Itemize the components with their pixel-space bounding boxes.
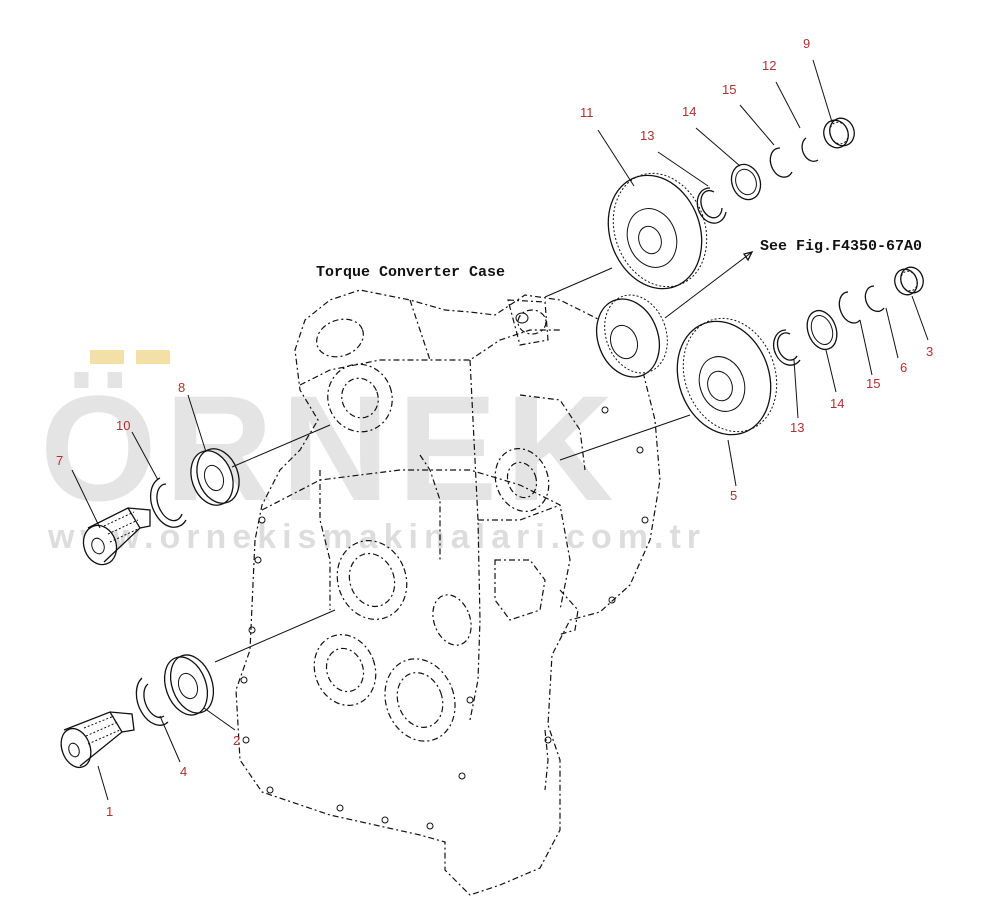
part-4-snap-ring — [135, 677, 169, 726]
axis-line-lower-left — [214, 609, 336, 663]
part-2-bearing — [163, 654, 215, 716]
part-12-snap-ring — [801, 137, 819, 162]
callout-7: 7 — [56, 453, 63, 468]
part-3-needle-bearing — [894, 266, 924, 296]
callout-14-upper: 14 — [682, 104, 696, 119]
part-13-snap-ring-lower — [773, 329, 801, 366]
part-5-gear — [676, 317, 778, 436]
part-6-snap-ring — [864, 285, 885, 312]
callout-12: 12 — [762, 58, 776, 73]
part-11-gear — [607, 172, 708, 290]
callout-leaders — [71, 59, 929, 801]
callout-14-lower: 14 — [830, 396, 844, 411]
part-10-snap-ring — [150, 477, 187, 528]
part-13-snap-ring-upper — [696, 187, 727, 224]
callout-5: 5 — [730, 488, 737, 503]
torque-converter-case-label: Torque Converter Case — [316, 264, 505, 281]
part-15-ring-lower — [838, 291, 861, 324]
watermark-brand: ÖRNEK — [40, 364, 622, 532]
axis-line-idler — [544, 267, 613, 298]
callout-6: 6 — [900, 360, 907, 375]
see-figure-reference: See Fig.F4350-67A0 — [760, 238, 922, 255]
assembly-axis-lines — [214, 267, 691, 663]
part-15-ring-upper — [769, 147, 793, 178]
watermark-accent-right — [136, 350, 170, 364]
callout-1: 1 — [106, 804, 113, 819]
callout-13-upper: 13 — [640, 128, 654, 143]
part-14-spacer-lower — [806, 309, 838, 351]
callout-15-upper: 15 — [722, 82, 736, 97]
part-1-shaft — [60, 711, 135, 769]
part-14-spacer-upper — [730, 163, 762, 201]
watermark-url: www.ornekismakinalari.com.tr — [47, 518, 706, 556]
idler-gear-reference — [596, 251, 754, 378]
callout-3: 3 — [926, 344, 933, 359]
watermark-accent-left — [90, 350, 124, 364]
callout-4: 4 — [180, 764, 187, 779]
part-7-shaft — [82, 507, 151, 566]
callout-8: 8 — [178, 380, 185, 395]
callout-13-lower: 13 — [790, 420, 804, 435]
part-8-bearing — [190, 448, 240, 506]
watermark: ÖRNEK www.ornekismakinalari.com.tr — [40, 350, 706, 556]
callout-10: 10 — [116, 418, 130, 433]
callout-15-lower: 15 — [866, 376, 880, 391]
callout-9: 9 — [803, 36, 810, 51]
part-9-needle-bearing — [823, 117, 855, 149]
axis-line-upper-left — [231, 424, 331, 468]
callout-11: 11 — [580, 105, 594, 120]
torque-converter-case — [235, 289, 661, 896]
callout-2: 2 — [233, 733, 240, 748]
axis-line-lower-right — [559, 414, 691, 461]
